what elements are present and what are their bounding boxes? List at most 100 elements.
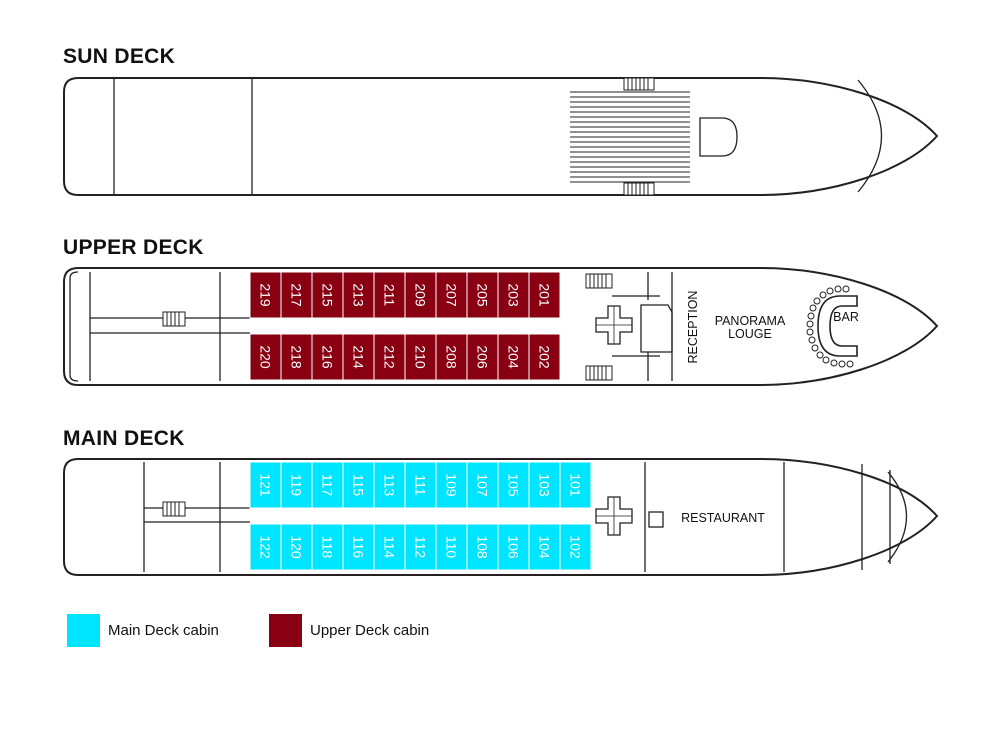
cabin-113[interactable] (373, 461, 406, 509)
cabin-number-114: 114 (382, 536, 398, 559)
cabin-number-103: 103 (537, 473, 553, 497)
cabin-206[interactable] (466, 333, 499, 381)
bar-label: BAR (833, 310, 859, 324)
cabin-number-119: 119 (289, 474, 305, 497)
main-deck-elevator (595, 496, 633, 536)
cabin-number-121: 121 (258, 473, 274, 497)
cabin-number-120: 120 (289, 535, 305, 559)
cabin-215[interactable] (311, 271, 344, 319)
cabin-number-205: 205 (475, 283, 491, 307)
cabin-115[interactable] (342, 461, 375, 509)
cabin-106[interactable] (497, 523, 530, 571)
main-deck (63, 458, 939, 576)
sun-deck-stairs-bottom (623, 182, 655, 196)
cabin-118[interactable] (311, 523, 344, 571)
cabin-number-206: 206 (475, 345, 491, 369)
cabin-number-109: 109 (444, 473, 460, 497)
legend-swatch-main (67, 614, 100, 647)
legend-swatch-upper (269, 614, 302, 647)
main-deck-cabins: 121 119 117 115 113 111 109 107 105 103 101 122 120 1… (249, 461, 592, 571)
cabin-102[interactable] (559, 523, 592, 571)
upper-deck-hull (63, 267, 939, 386)
cabin-number-203: 203 (506, 283, 522, 307)
bar-stools (806, 285, 854, 368)
sun-deck (63, 77, 939, 196)
cabin-202[interactable] (528, 333, 561, 381)
cabin-number-202: 202 (537, 345, 553, 369)
cabin-number-118: 118 (320, 536, 336, 559)
cabin-204[interactable] (497, 333, 530, 381)
cabin-109[interactable] (435, 461, 468, 509)
main-deck-service-box (648, 511, 664, 528)
cabin-220[interactable] (249, 333, 282, 381)
bar-counter (817, 295, 858, 357)
upper-deck-stairs-bottom (585, 365, 613, 381)
upper-deck-stairs-aft (162, 311, 186, 327)
cabin-213[interactable] (342, 271, 375, 319)
legend-label-main: Main Deck cabin (108, 622, 219, 639)
cabin-number-111: 111 (413, 474, 429, 495)
cabin-number-110: 110 (444, 536, 460, 559)
cabin-number-115: 115 (351, 474, 367, 497)
cabin-number-219: 219 (258, 283, 274, 307)
cabin-101[interactable] (559, 461, 592, 509)
upper-deck-stairs-top (585, 273, 613, 289)
cabin-number-201: 201 (537, 283, 553, 307)
cabin-number-107: 107 (475, 473, 491, 497)
cabin-216[interactable] (311, 333, 344, 381)
cabin-211[interactable] (373, 271, 406, 319)
legend-upper-deck: Upper Deck cabin (269, 614, 429, 647)
cabin-number-101: 101 (568, 473, 584, 497)
wheelhouse (699, 117, 738, 157)
sun-deck-slats (570, 91, 690, 183)
cabin-number-117: 117 (320, 474, 336, 497)
cabin-number-105: 105 (506, 473, 522, 497)
lounge-label-line2: LOUGE (728, 327, 772, 341)
cabin-number-209: 209 (413, 283, 429, 307)
cabin-number-215: 215 (320, 283, 336, 307)
cabin-number-112: 112 (413, 536, 429, 559)
cabin-208[interactable] (435, 333, 468, 381)
sun-deck-title: SUN DECK (63, 45, 176, 68)
cabin-number-211: 211 (382, 284, 398, 307)
reception-label: RECEPTION (686, 291, 700, 364)
cabin-number-213: 213 (351, 283, 367, 307)
sun-deck-stairs-top (623, 77, 655, 91)
cabin-105[interactable] (497, 461, 530, 509)
main-deck-title: MAIN DECK (63, 427, 185, 450)
upper-deck-title: UPPER DECK (63, 236, 204, 259)
cabin-217[interactable] (280, 271, 313, 319)
cabin-122[interactable] (249, 523, 282, 571)
cabin-104[interactable] (528, 523, 561, 571)
cabin-103[interactable] (528, 461, 561, 509)
cabin-number-210: 210 (413, 345, 429, 369)
cabin-number-207: 207 (444, 283, 460, 307)
upper-deck-elevator (595, 305, 633, 345)
main-deck-stairs-aft (162, 501, 186, 517)
restaurant-label: RESTAURANT (681, 511, 765, 525)
cabin-201[interactable] (528, 271, 561, 319)
cabin-number-104: 104 (537, 535, 553, 559)
cabin-205[interactable] (466, 271, 499, 319)
legend-main-deck: Main Deck cabin (67, 614, 219, 647)
cabin-112[interactable] (404, 523, 437, 571)
sun-deck-hull (63, 77, 939, 196)
cabin-number-218: 218 (289, 345, 305, 369)
cabin-number-122: 122 (258, 535, 274, 559)
main-deck-hull (63, 458, 939, 576)
cabin-108[interactable] (466, 523, 499, 571)
cabin-210[interactable] (404, 333, 437, 381)
reception-desk (640, 304, 673, 353)
cabin-number-212: 212 (382, 345, 398, 369)
cabin-number-217: 217 (289, 283, 305, 307)
cabin-117[interactable] (311, 461, 344, 509)
lounge-label-line1: PANORAMA (715, 314, 786, 328)
cabin-116[interactable] (342, 523, 375, 571)
cabin-number-113: 113 (382, 474, 398, 497)
cabin-number-220: 220 (258, 345, 274, 369)
legend-label-upper: Upper Deck cabin (310, 622, 430, 639)
upper-deck (63, 267, 939, 386)
cabin-number-108: 108 (475, 535, 491, 559)
